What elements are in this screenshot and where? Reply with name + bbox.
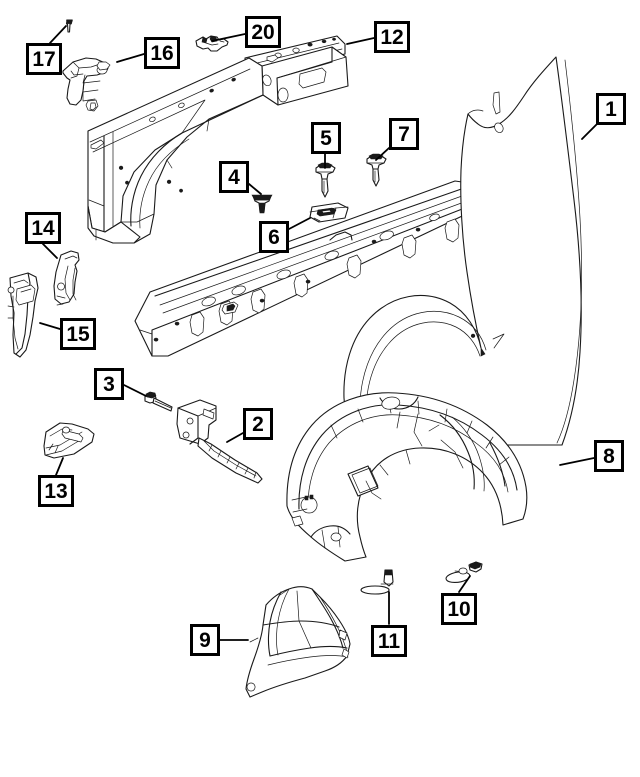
part-lower-mounting-bracket — [43, 422, 95, 459]
leader-lines — [39, 25, 598, 641]
part-lower-rail-reinforcement — [134, 180, 480, 357]
callout-7[interactable]: 7 — [389, 118, 419, 150]
callout-leader-2 — [226, 432, 244, 443]
callout-leader-14 — [42, 243, 58, 259]
callout-leader-8 — [559, 457, 595, 466]
callout-13[interactable]: 13 — [38, 475, 74, 507]
callout-11[interactable]: 11 — [371, 625, 407, 657]
callout-6[interactable]: 6 — [259, 221, 289, 253]
callout-20[interactable]: 20 — [245, 16, 281, 48]
callout-9[interactable]: 9 — [190, 624, 220, 656]
callout-2[interactable]: 2 — [243, 408, 273, 440]
part-wheelhouse-splash-shield — [286, 392, 528, 562]
callout-14[interactable]: 14 — [25, 212, 61, 244]
part-bracket-stud — [65, 19, 73, 33]
callout-leader-12 — [346, 37, 375, 45]
callout-leader-6 — [288, 217, 311, 230]
callout-leader-4 — [248, 183, 262, 195]
part-fender-rear-brace — [7, 272, 39, 358]
part-deflector-push-pin — [360, 569, 394, 595]
callout-leader-1 — [581, 123, 598, 140]
callout-16[interactable]: 16 — [144, 37, 180, 69]
callout-8[interactable]: 8 — [594, 440, 624, 472]
callout-1[interactable]: 1 — [596, 93, 626, 125]
callout-3[interactable]: 3 — [94, 368, 124, 400]
callout-leader-10 — [458, 575, 471, 593]
callout-leader-7 — [375, 147, 390, 161]
part-upper-side-rail — [87, 57, 264, 244]
callout-leader-20 — [211, 33, 246, 42]
callout-5[interactable]: 5 — [311, 122, 341, 154]
callout-4[interactable]: 4 — [219, 161, 249, 193]
part-fender-front-brace — [53, 250, 80, 306]
part-hex-flange-bolt — [144, 391, 173, 412]
callout-leader-15 — [39, 322, 61, 330]
callout-10[interactable]: 10 — [441, 593, 477, 625]
part-upper-rail-extension — [244, 35, 349, 106]
part-winged-clip — [195, 35, 229, 52]
callout-12[interactable]: 12 — [374, 21, 410, 53]
part-u-nut-clip — [309, 202, 349, 223]
part-front-air-deflector — [245, 586, 351, 698]
part-fender-lower-bracket — [176, 399, 263, 484]
callout-17[interactable]: 17 — [26, 43, 62, 75]
part-push-pin-retainer — [251, 194, 273, 214]
part-hinge-reinforcement-bracket — [62, 57, 111, 112]
part-shield-retainer-clip — [445, 561, 483, 583]
callout-leader-13 — [55, 457, 64, 476]
callout-15[interactable]: 15 — [60, 318, 96, 350]
part-screw-and-washer — [315, 162, 336, 198]
callout-leader-3 — [123, 384, 147, 397]
part-front-fender-panel — [343, 56, 582, 446]
callout-leader-17 — [49, 25, 67, 44]
callout-leader-16 — [116, 53, 145, 63]
